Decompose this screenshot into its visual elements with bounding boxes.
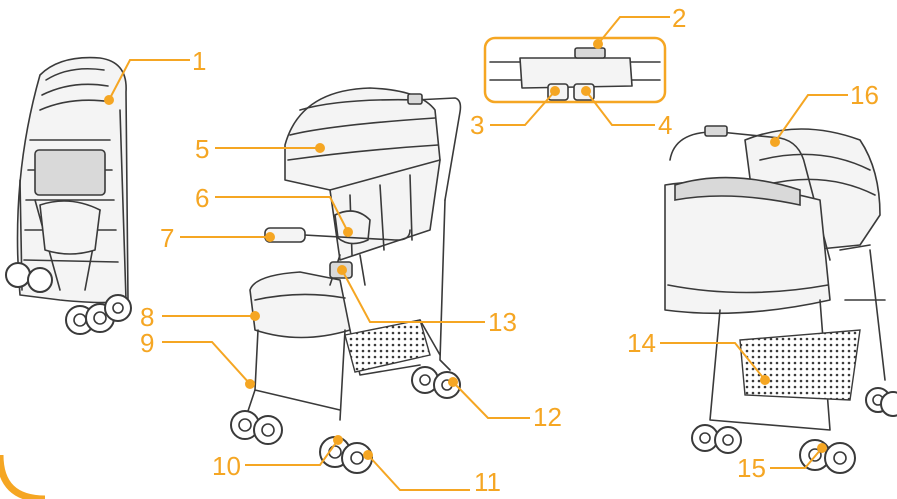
callout-5: 5 [195, 134, 209, 164]
callout-11: 11 [474, 467, 501, 497]
callout-1: 1 [192, 46, 206, 76]
callout-15: 15 [737, 453, 766, 483]
callout-16: 16 [850, 80, 879, 110]
corner-border [0, 455, 45, 499]
front-view-stroller-illustration [231, 88, 460, 473]
callout-3: 3 [470, 110, 484, 140]
callout-10: 10 [212, 451, 241, 481]
callout-14: 14 [627, 328, 656, 358]
callout-12: 12 [533, 402, 562, 432]
callout-2: 2 [672, 3, 686, 33]
callout-6: 6 [195, 183, 209, 213]
callout-7: 7 [160, 223, 174, 253]
callout-13: 13 [488, 307, 517, 337]
callout-9: 9 [140, 328, 154, 358]
rear-view-stroller-illustration [665, 126, 897, 473]
handle-detail-inset [485, 38, 665, 102]
callout-4: 4 [658, 110, 672, 140]
